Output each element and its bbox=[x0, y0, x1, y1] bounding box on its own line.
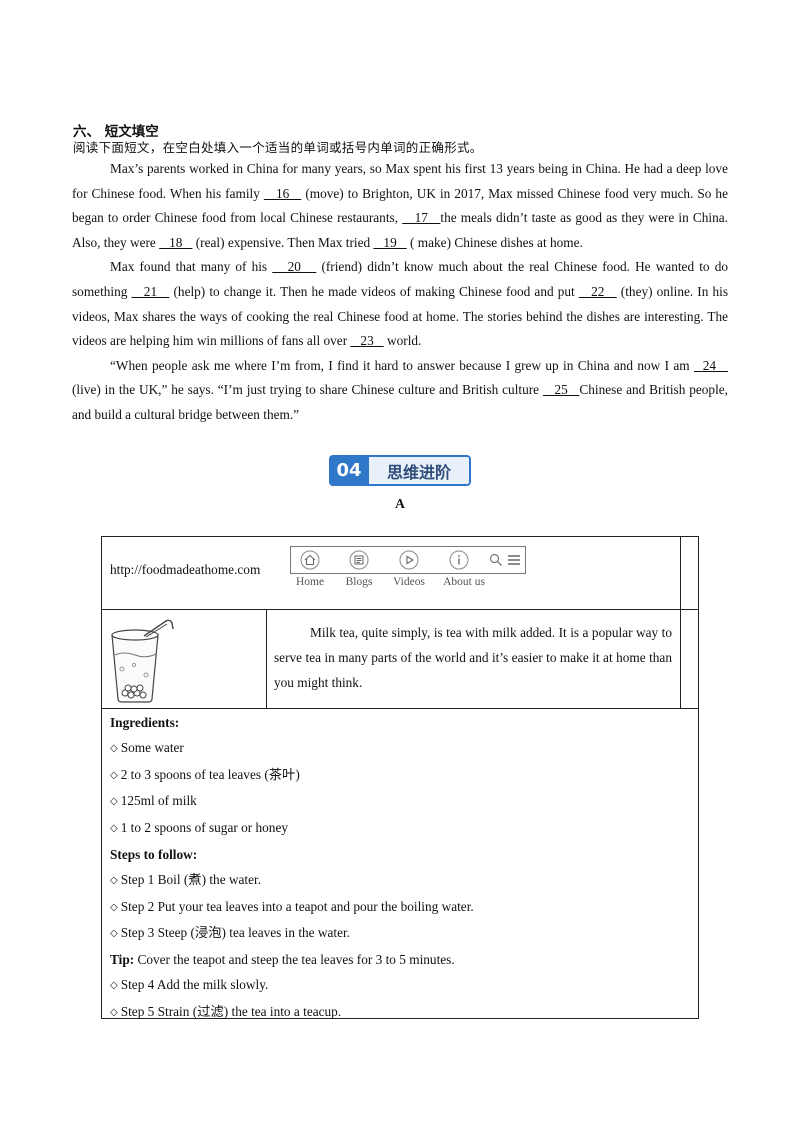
info-icon bbox=[449, 550, 469, 570]
answer-blank: 20 bbox=[272, 259, 317, 275]
section-instruction: 阅读下面短文，在空白处填入一个适当的单词或括号内单词的正确形式。 bbox=[73, 140, 483, 155]
nav-videos[interactable] bbox=[384, 547, 434, 570]
answer-blank: 17 bbox=[402, 210, 441, 226]
nav-about[interactable] bbox=[434, 547, 484, 570]
passage-text: the meals didn’t taste as good as they w… bbox=[72, 210, 728, 250]
nav-videos-label[interactable]: Videos bbox=[393, 576, 425, 588]
play-icon bbox=[399, 550, 419, 570]
list-item-text: Step 3 Steep (浸泡) tea leaves in the wate… bbox=[120, 925, 351, 941]
diamond-bullet-icon: ◇ bbox=[110, 823, 118, 835]
ingredients-list: ◇Some water◇2 to 3 spoons of tea leaves … bbox=[110, 736, 690, 843]
recipe-content: Ingredients: ◇Some water◇2 to 3 spoons o… bbox=[110, 711, 690, 1027]
passage-paragraph-3: “When people ask me where I’m from, I fi… bbox=[72, 354, 728, 428]
answer-blank: 23 bbox=[350, 333, 384, 349]
site-url[interactable]: http://foodmadeathome.com bbox=[110, 562, 261, 577]
diamond-bullet-icon: ◇ bbox=[110, 874, 118, 886]
passage-text: “When people ask me where I’m from, I fi… bbox=[110, 357, 694, 373]
list-item: ◇Step 5 Strain (过滤) the tea into a teacu… bbox=[110, 1000, 690, 1027]
nav-home[interactable] bbox=[285, 547, 335, 570]
passage-paragraph-2: Max found that many of his 20 (friend) d… bbox=[72, 255, 728, 353]
description-text: Milk tea, quite simply, is tea with milk… bbox=[274, 625, 672, 690]
passage-text: (real) expensive. Then Max tried bbox=[192, 234, 374, 250]
passage-text: ( make) Chinese dishes at home. bbox=[406, 234, 583, 250]
diamond-bullet-icon: ◇ bbox=[110, 769, 118, 781]
list-item-text: Step 4 Add the milk slowly. bbox=[120, 976, 269, 992]
nav-blogs[interactable] bbox=[334, 547, 384, 570]
scrollbar-track[interactable] bbox=[680, 536, 682, 709]
answer-blank: 18 bbox=[159, 234, 193, 250]
passage-paragraph-1: Max’s parents worked in China for many y… bbox=[72, 157, 728, 255]
tip-text: Cover the teapot and steep the tea leave… bbox=[134, 952, 455, 968]
passage-text: (friend) didn’t know much about the real… bbox=[72, 259, 728, 299]
badge-number: 04 bbox=[329, 455, 369, 486]
section-badge: 04 思维进阶 bbox=[329, 455, 471, 486]
list-item-text: 125ml of milk bbox=[120, 793, 197, 809]
list-item: ◇Step 2 Put your tea leaves into a teapo… bbox=[110, 895, 690, 922]
tip-row: Tip: Cover the teapot and steep the tea … bbox=[110, 948, 690, 973]
passage-text: world. bbox=[383, 333, 422, 349]
nav-about-label[interactable]: About us bbox=[443, 576, 485, 588]
ingredients-heading: Ingredients: bbox=[110, 715, 180, 730]
diamond-bullet-icon: ◇ bbox=[110, 901, 118, 913]
tip-label: Tip: bbox=[110, 952, 135, 968]
list-item-text: 2 to 3 spoons of tea leaves (茶叶) bbox=[120, 766, 300, 782]
answer-blank: 25 bbox=[542, 382, 580, 398]
steps-list-a: ◇Step 1 Boil (煮) the water.◇Step 2 Put y… bbox=[110, 868, 690, 948]
list-item: ◇Some water bbox=[110, 736, 690, 763]
milk-tea-description: Milk tea, quite simply, is tea with milk… bbox=[274, 620, 672, 695]
diamond-bullet-icon: ◇ bbox=[110, 979, 118, 991]
answer-blank: 16 bbox=[263, 185, 302, 201]
badge-text: 思维进阶 bbox=[369, 455, 471, 486]
answer-blank: 22 bbox=[578, 283, 617, 299]
search-icon[interactable] bbox=[489, 553, 503, 567]
section-title: 六、 短文填空 bbox=[73, 124, 159, 140]
nav-home-label[interactable]: Home bbox=[295, 576, 325, 588]
passage-text: Chinese and British people, and build a … bbox=[72, 382, 728, 422]
list-item: ◇1 to 2 spoons of sugar or honey bbox=[110, 816, 690, 843]
list-item-text: Step 2 Put your tea leaves into a teapot… bbox=[120, 898, 474, 914]
header-row bbox=[101, 536, 699, 610]
list-item: ◇Step 3 Steep (浸泡) tea leaves in the wat… bbox=[110, 921, 690, 948]
diamond-bullet-icon: ◇ bbox=[110, 1006, 118, 1018]
intro-row bbox=[101, 609, 699, 709]
answer-blank: 21 bbox=[131, 283, 170, 299]
diamond-bullet-icon: ◇ bbox=[110, 796, 118, 808]
list-item-text: 1 to 2 spoons of sugar or honey bbox=[120, 820, 289, 836]
passage-text: (help) to change it. Then he made videos… bbox=[169, 283, 579, 299]
list-item: ◇Step 1 Boil (煮) the water. bbox=[110, 868, 690, 895]
list-item: ◇2 to 3 spoons of tea leaves (茶叶) bbox=[110, 763, 690, 790]
passage-text: (live) in the UK,” he says. “I’m just tr… bbox=[72, 382, 543, 398]
answer-blank: 24 bbox=[694, 357, 729, 373]
list-item-text: Step 5 Strain (过滤) the tea into a teacup… bbox=[120, 1003, 342, 1019]
part-label: A bbox=[395, 496, 405, 511]
passage-text: (move) to Brighton, UK in 2017, Max miss… bbox=[72, 185, 728, 226]
passage-text: Max found that many of his bbox=[110, 259, 273, 275]
diamond-bullet-icon: ◇ bbox=[110, 742, 118, 754]
site-nav-bar: Home Blogs Videos About us bbox=[290, 546, 526, 588]
list-item-text: Some water bbox=[120, 739, 184, 755]
passage-text: Max’s parents worked in China for many y… bbox=[72, 161, 728, 201]
steps-list-b: ◇Step 4 Add the milk slowly.◇Step 5 Stra… bbox=[110, 973, 690, 1027]
intro-divider bbox=[266, 609, 268, 709]
home-icon bbox=[300, 550, 320, 570]
list-item-text: Step 1 Boil (煮) the water. bbox=[120, 871, 262, 887]
blogs-icon bbox=[349, 550, 369, 570]
steps-heading: Steps to follow: bbox=[110, 846, 198, 862]
answer-blank: 19 bbox=[373, 234, 407, 250]
menu-icon[interactable] bbox=[507, 553, 521, 567]
list-item: ◇Step 4 Add the milk slowly. bbox=[110, 973, 690, 1000]
passage-text: (they) online. In his videos, Max shares… bbox=[72, 283, 728, 349]
cloze-passage: Max’s parents worked in China for many y… bbox=[72, 157, 728, 428]
nav-blogs-label[interactable]: Blogs bbox=[345, 576, 373, 588]
diamond-bullet-icon: ◇ bbox=[110, 928, 118, 940]
list-item: ◇125ml of milk bbox=[110, 789, 690, 816]
milk-tea-cup-icon bbox=[111, 619, 174, 703]
